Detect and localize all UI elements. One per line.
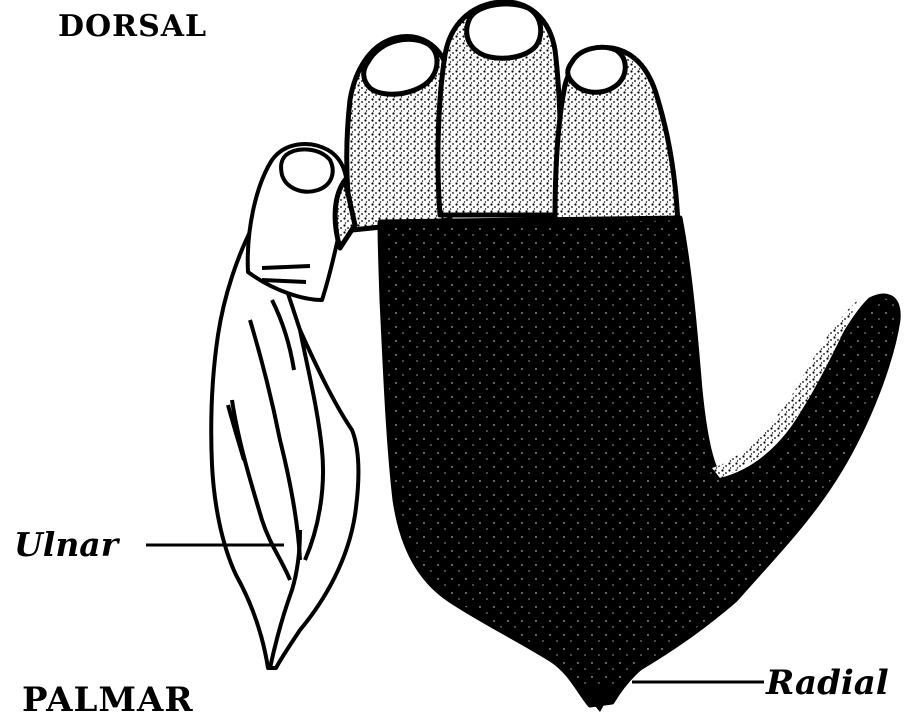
radial-label: Radial bbox=[766, 666, 889, 700]
dorsal-palm bbox=[380, 218, 898, 705]
dorsal-middle-fingernail bbox=[467, 4, 541, 58]
ulnar-label: Ulnar bbox=[14, 528, 118, 561]
palmar-label: PALMAR bbox=[22, 683, 194, 717]
palmar-little-fingernail bbox=[281, 149, 333, 191]
dorsal-index-fingernail bbox=[568, 47, 626, 92]
dorsal-label: DORSAL bbox=[58, 12, 207, 42]
dorsal-hand bbox=[335, 2, 898, 712]
